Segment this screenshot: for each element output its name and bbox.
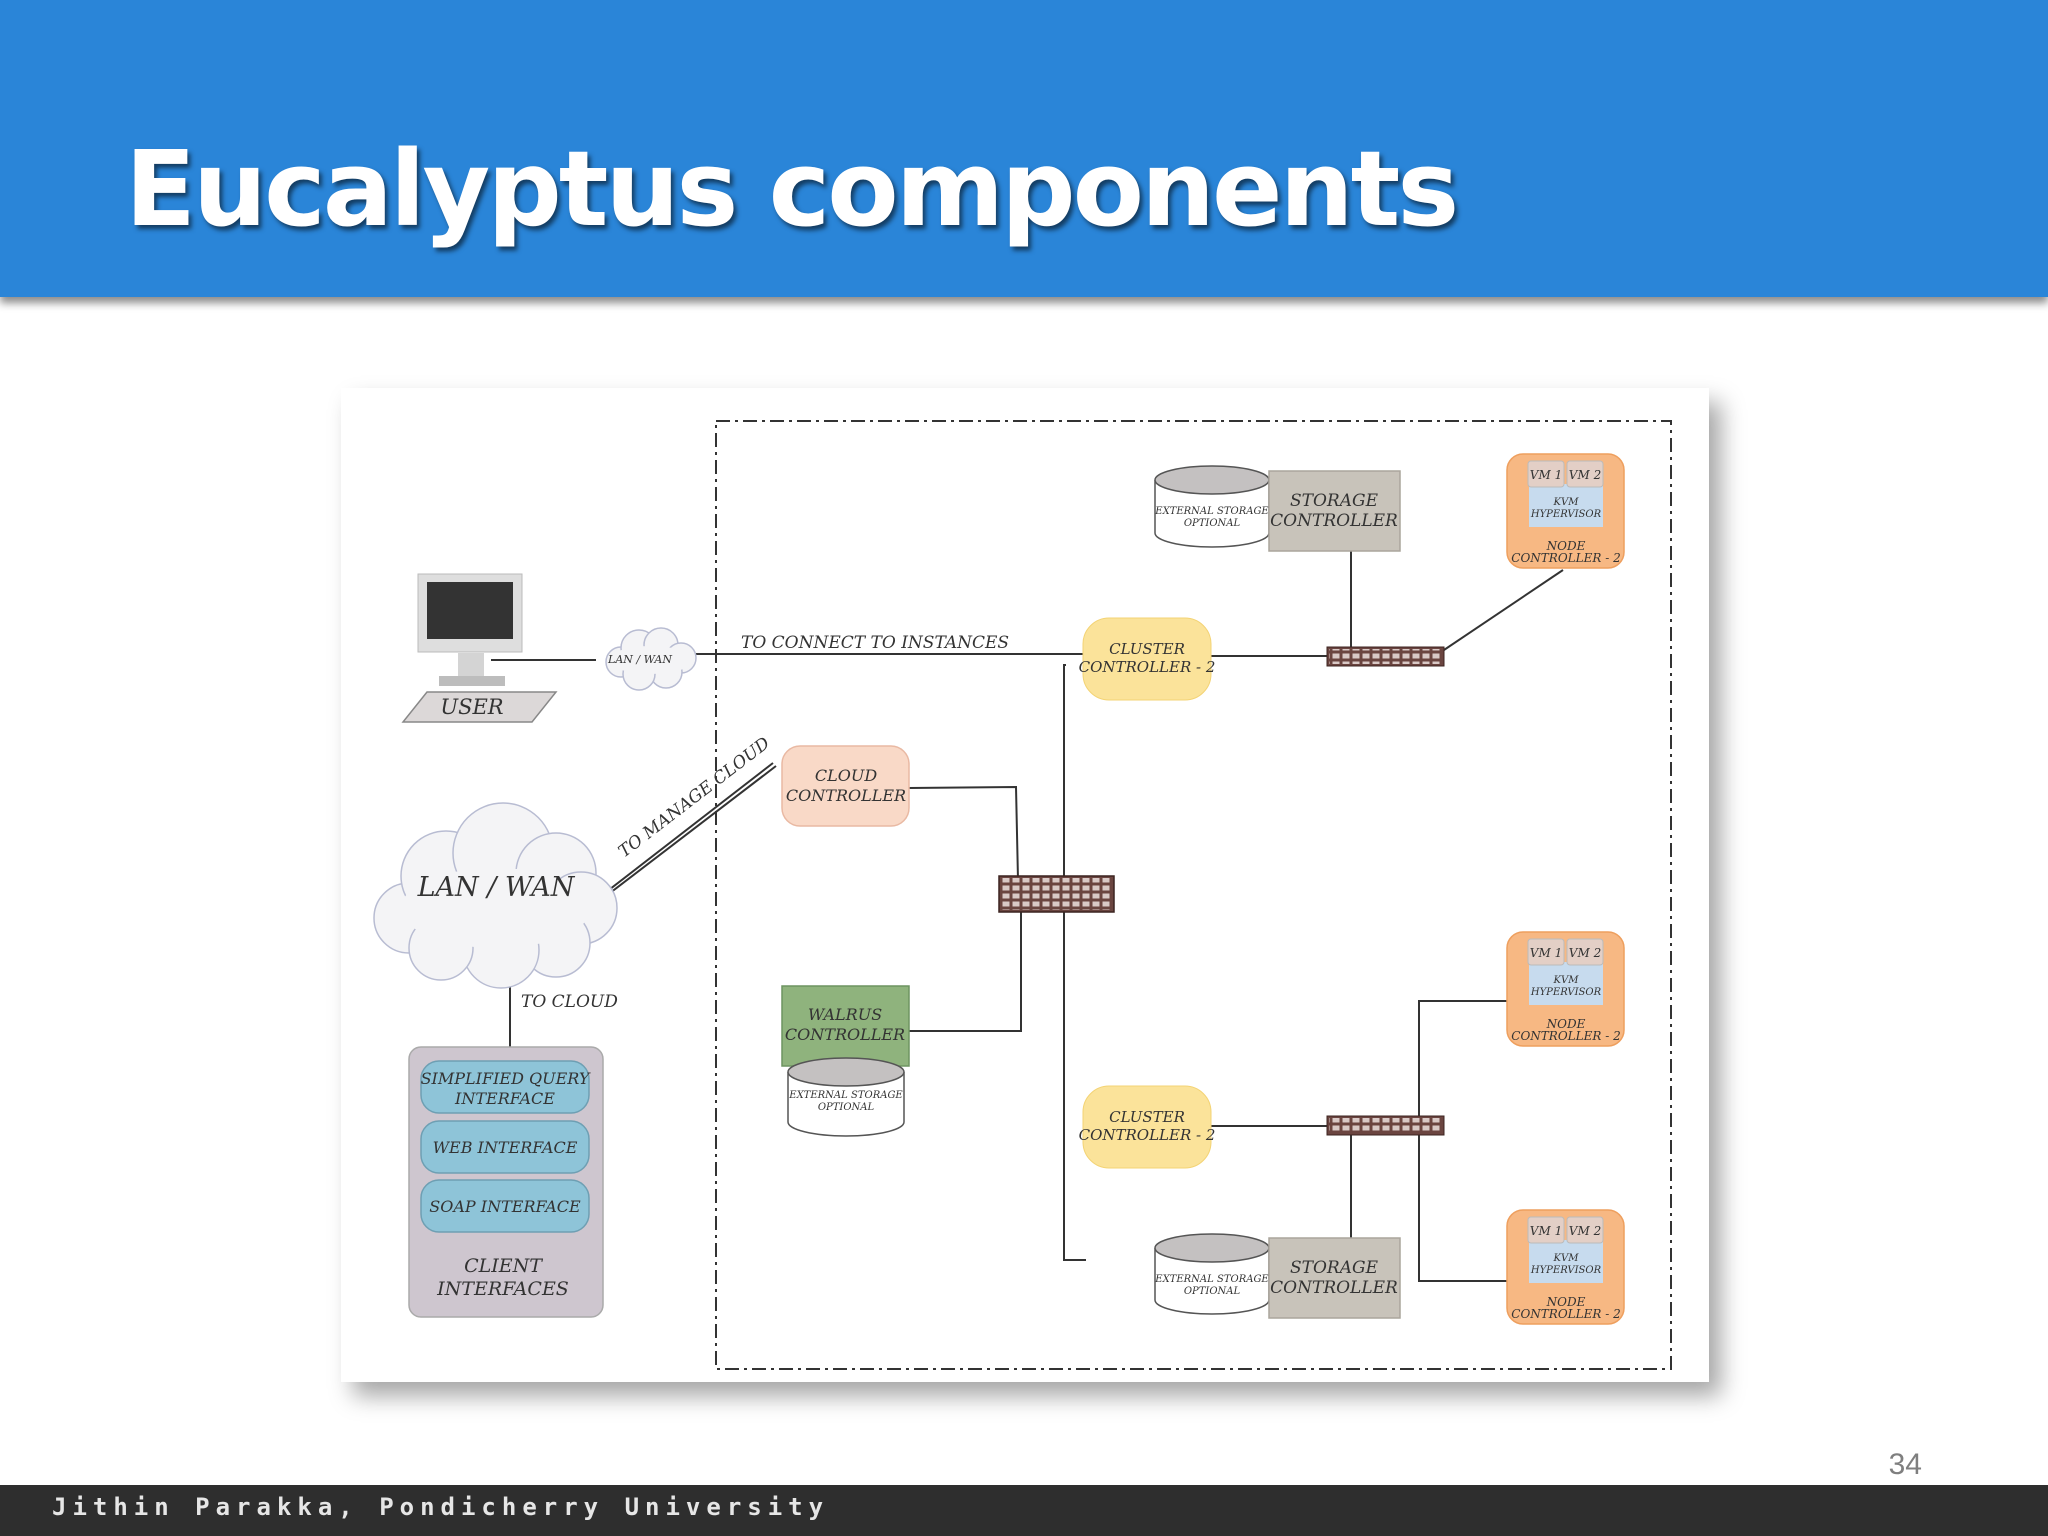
interface-pill [420, 1179, 590, 1233]
node-controller-label: CONTROLLER - 2 [1511, 1029, 1620, 1043]
node-controller: VM 1 VM 2 KVM HYPERVISOR NODE CONTROLLER… [1506, 1209, 1625, 1325]
external-storage-label: EXTERNAL STORAGE [1154, 506, 1269, 517]
title-bar: Eucalyptus components [0, 0, 2048, 297]
user-computer-icon [401, 573, 558, 723]
eucalyptus-diagram: USER LAN / WAN TO CONNECT TO INSTANCES L… [341, 388, 1709, 1382]
interface-label: WEB INTERFACE [433, 1138, 578, 1157]
storage-controller-box [1268, 470, 1401, 552]
node-controller: VM 1 VM 2 KVM HYPERVISOR NODE CONTROLLER… [1506, 453, 1625, 569]
small-lan-wan-cloud-icon [605, 627, 697, 691]
vm-label: VM 2 [1569, 1224, 1601, 1238]
external-storage-icon [1154, 465, 1270, 548]
storage-controller-label: CONTROLLER [1270, 1278, 1398, 1298]
big-lan-wan-cloud-icon [373, 802, 618, 989]
node-controller: VM 1 VM 2 KVM HYPERVISOR NODE CONTROLLER… [1506, 931, 1625, 1047]
node-controller-label: NODE [1546, 539, 1586, 553]
footer-author: Jithin Parakka, Pondicherry University [52, 1493, 830, 1521]
cloud-controller-label: CONTROLLER [786, 786, 906, 805]
storage-controller-label: CONTROLLER [1270, 511, 1398, 531]
user-label: USER [440, 695, 503, 719]
vm-label: VM 2 [1569, 468, 1601, 482]
to-cloud-label: TO CLOUD [521, 992, 618, 1012]
hypervisor-label: HYPERVISOR [1530, 1265, 1602, 1276]
external-storage-label: OPTIONAL [818, 1102, 875, 1113]
hypervisor-label: KVM [1553, 1253, 1580, 1264]
hypervisor-label: HYPERVISOR [1530, 987, 1602, 998]
interface-label: SIMPLIFIED QUERY [421, 1069, 591, 1088]
small-cloud-label: LAN / WAN [607, 653, 672, 666]
storage-controller-label: STORAGE [1290, 491, 1379, 511]
big-cloud-label: LAN / WAN [417, 872, 576, 903]
node-controller-label: NODE [1546, 1295, 1586, 1309]
walrus-controller-label: WALRUS [808, 1005, 882, 1024]
network-switch-icon [998, 875, 1115, 913]
footer-bar: Jithin Parakka, Pondicherry University [0, 1485, 2048, 1536]
client-interfaces-label: INTERFACES [436, 1278, 569, 1300]
external-storage-icon [787, 1057, 905, 1137]
slide-title: Eucalyptus components [125, 128, 1459, 250]
page-number: 34 [1888, 1448, 1922, 1481]
hypervisor-label: KVM [1553, 975, 1580, 986]
walrus-controller-label: CONTROLLER [785, 1025, 905, 1044]
vm-label: VM 1 [1530, 468, 1562, 482]
node-controller-label: CONTROLLER - 2 [1511, 1307, 1620, 1321]
interface-pill [420, 1060, 590, 1114]
interface-label: INTERFACE [454, 1089, 555, 1108]
connect-label: TO CONNECT TO INSTANCES [741, 633, 1009, 653]
hypervisor-label: HYPERVISOR [1530, 509, 1602, 520]
interface-pill [420, 1120, 590, 1174]
network-switch-icon [1326, 646, 1445, 667]
cluster-controller-box [1082, 1085, 1212, 1169]
vm-label: VM 1 [1530, 946, 1562, 960]
cloud-boundary [715, 420, 1672, 1370]
cloud-controller-label: CLOUD [815, 766, 877, 785]
external-storage-label: OPTIONAL [1184, 1286, 1241, 1297]
storage-controller-label: STORAGE [1290, 1258, 1379, 1278]
interface-label: SOAP INTERFACE [429, 1197, 581, 1216]
node-controller-label: CONTROLLER - 2 [1511, 551, 1620, 565]
hypervisor-label: KVM [1553, 497, 1580, 508]
cluster-controller-label: CLUSTER [1109, 1108, 1185, 1126]
node-controller-label: NODE [1546, 1017, 1586, 1031]
cluster-controller-label: CONTROLLER - 2 [1079, 1126, 1216, 1144]
external-storage-icon [1154, 1233, 1270, 1315]
external-storage-label: EXTERNAL STORAGE [1154, 1274, 1269, 1285]
vm-label: VM 1 [1530, 1224, 1562, 1238]
external-storage-label: EXTERNAL STORAGE [788, 1090, 903, 1101]
vm-label: VM 2 [1569, 946, 1601, 960]
cluster-controller-box [1082, 617, 1212, 701]
walrus-controller-box [781, 985, 910, 1067]
external-storage-label: OPTIONAL [1184, 518, 1241, 529]
network-switch-icon [1326, 1115, 1445, 1136]
storage-controller-box [1268, 1237, 1401, 1319]
client-interfaces-label: CLIENT [464, 1255, 543, 1277]
cluster-controller-label: CONTROLLER - 2 [1079, 658, 1216, 676]
cloud-controller-box [781, 745, 910, 827]
cluster-controller-label: CLUSTER [1109, 640, 1185, 658]
manage-label: TO MANAGE CLOUD [615, 733, 774, 862]
